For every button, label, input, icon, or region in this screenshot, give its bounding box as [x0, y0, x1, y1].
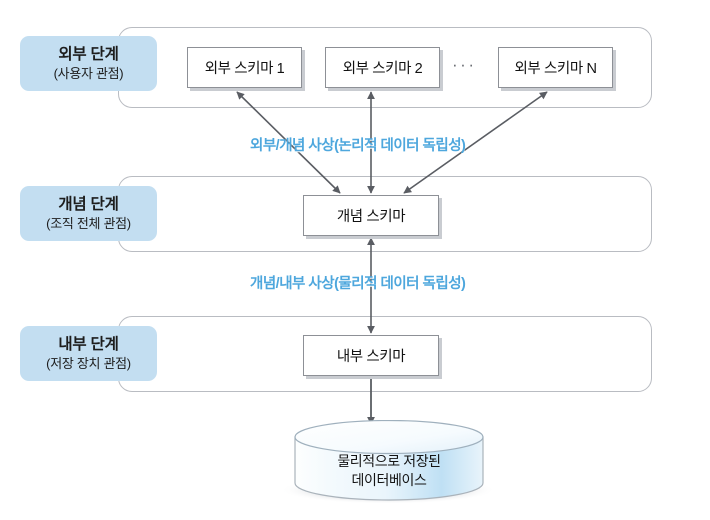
level-chip-conceptual: 개념 단계 (조직 전체 관점): [20, 186, 157, 241]
database-label: 물리적으로 저장된 데이터베이스: [291, 452, 487, 490]
level-chip-external-subtitle: (사용자 관점): [53, 65, 124, 81]
external-schema-1-box[interactable]: 외부 스키마 1: [187, 47, 302, 88]
internal-schema-box[interactable]: 내부 스키마: [303, 335, 439, 376]
level-chip-internal-title: 내부 단계: [58, 335, 119, 353]
level-chip-external-title: 외부 단계: [58, 45, 119, 63]
level-chip-conceptual-title: 개념 단계: [58, 195, 119, 213]
level-chip-internal-subtitle: (저장 장치 관점): [46, 355, 131, 371]
level-chip-external: 외부 단계 (사용자 관점): [20, 36, 157, 91]
database-label-line1: 물리적으로 저장된: [337, 453, 441, 469]
schema-ellipsis: ···: [452, 55, 477, 74]
mapping-label-external-conceptual: 외부/개념 사상(논리적 데이터 독립성): [250, 138, 466, 154]
mapping-label-conceptual-internal: 개념/내부 사상(물리적 데이터 독립성): [250, 276, 466, 292]
database-label-line2: 데이터베이스: [351, 471, 427, 488]
level-chip-conceptual-subtitle: (조직 전체 관점): [46, 215, 131, 231]
external-schema-n-box[interactable]: 외부 스키마 N: [498, 47, 613, 88]
level-chip-internal: 내부 단계 (저장 장치 관점): [20, 326, 157, 381]
external-schema-2-box[interactable]: 외부 스키마 2: [325, 47, 440, 88]
conceptual-schema-box[interactable]: 개념 스키마: [303, 195, 439, 236]
